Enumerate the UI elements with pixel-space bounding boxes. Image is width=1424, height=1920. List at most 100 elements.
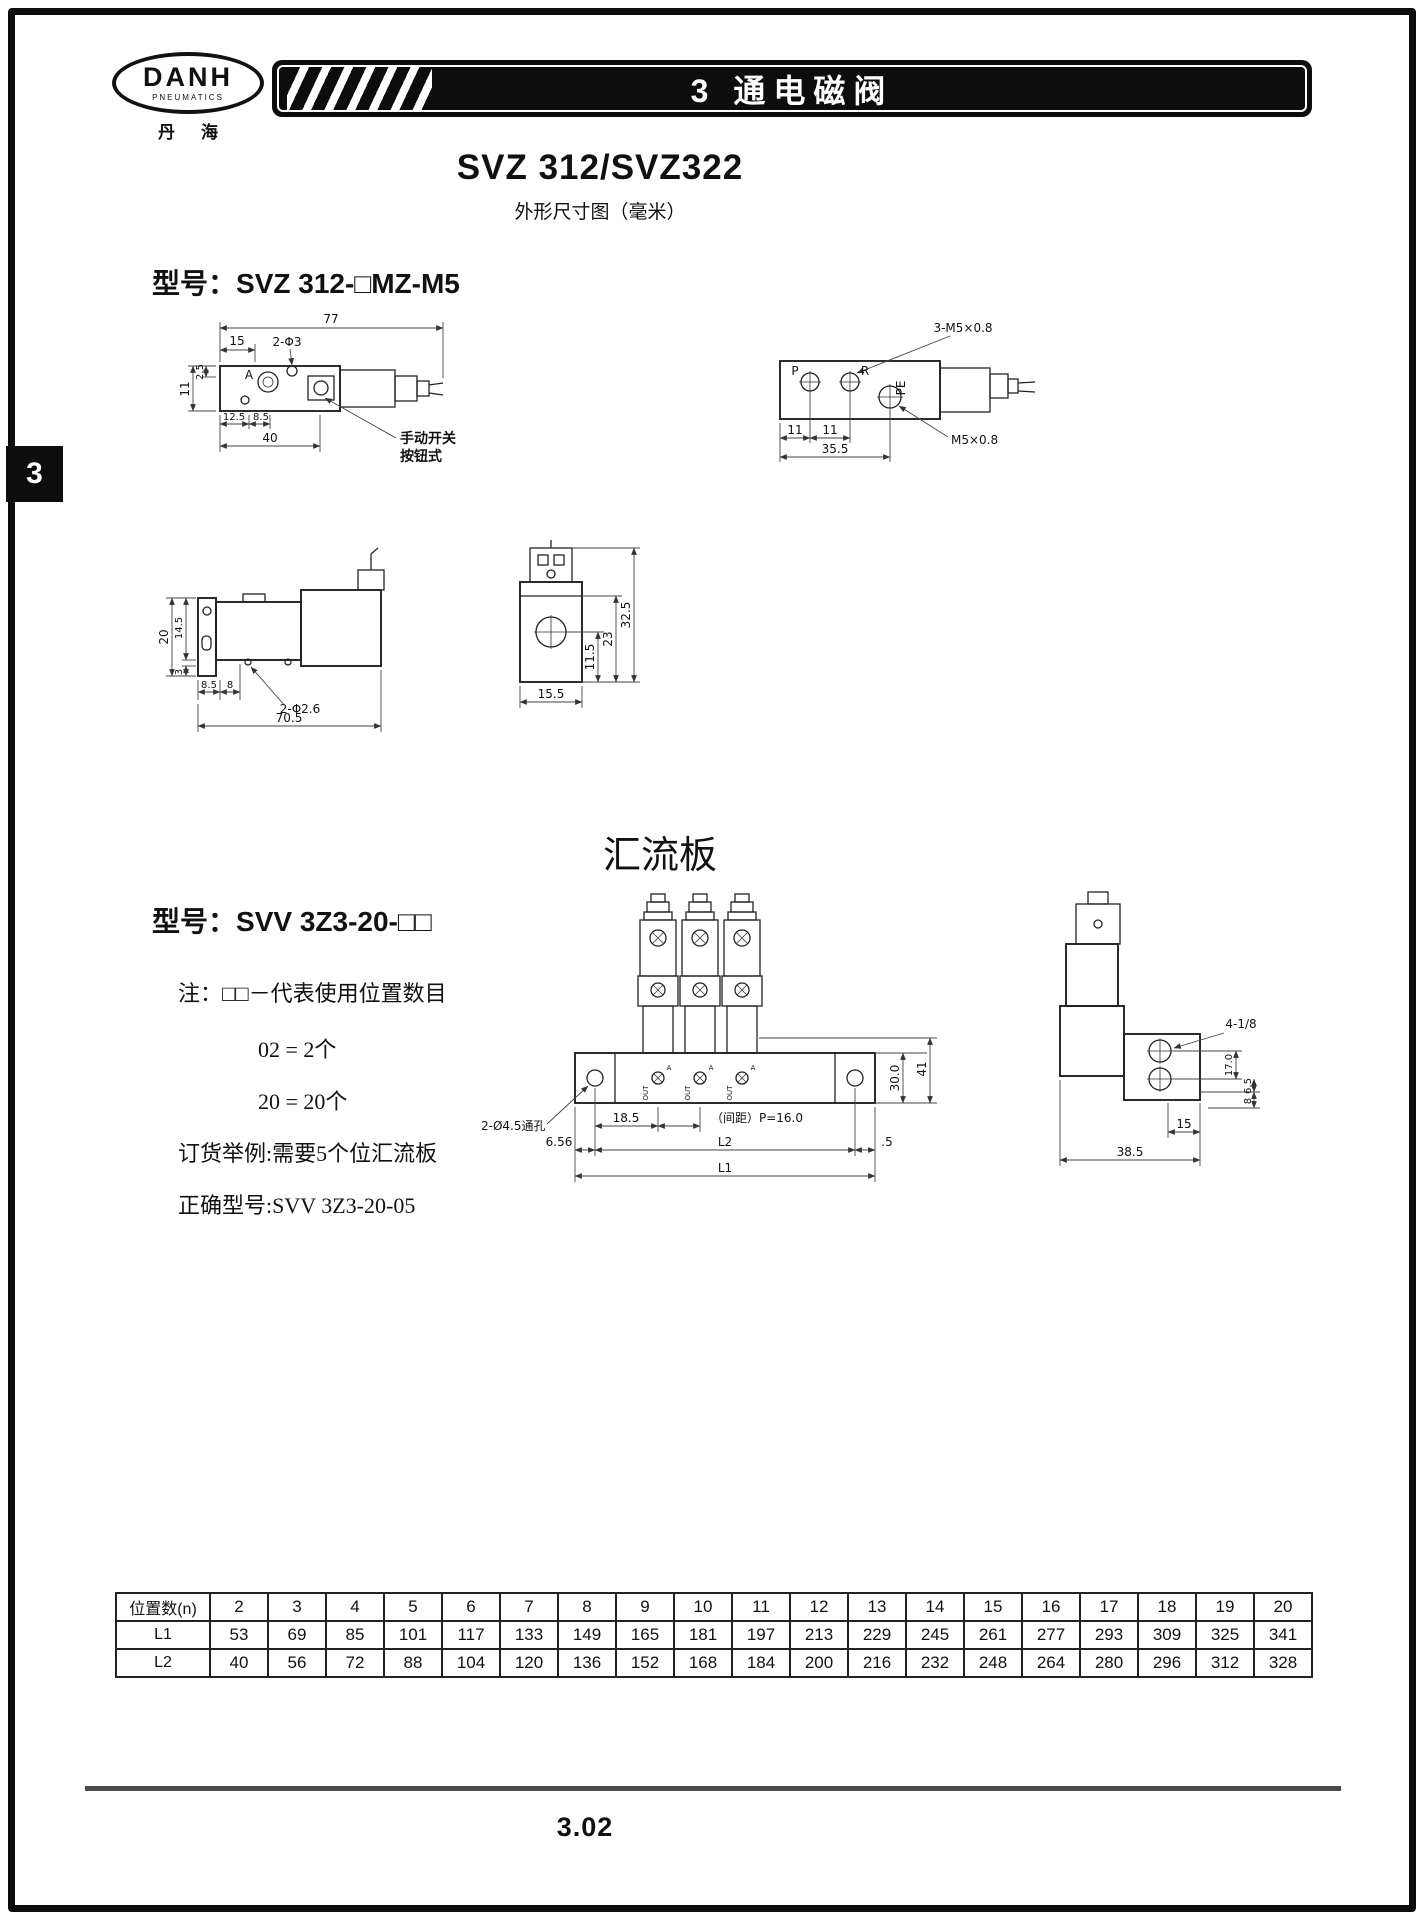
port-r-label: R [861,364,869,378]
page-number: 3.02 [556,1812,614,1842]
dimension-annotations: 30.0 41 18.5 （间距）P=16.0 6.56 L2 .5 L1 2-… [481,1037,937,1182]
value-cell: 5 [383,1592,443,1622]
dim-11: 11 [178,381,192,396]
value-cell: 261 [963,1620,1023,1650]
note-order-example: 订货举例:需要5个位汇流板 [178,1141,438,1166]
dim-15-5: 15.5 [538,687,565,701]
note-positions: 注：□□－代表使用位置数目 [178,981,447,1006]
drawing-svz312-port-view: 3-M5×0.8 P R PE 11 11 35.5 M5×0.8 [779,321,1036,462]
ordering-notes: 注：□□－代表使用位置数目 02 = 2个 20 = 20个 订货举例:需要5个… [178,976,608,1246]
model-heading-svz312: 型号：SVZ 312-□MZ-M5 [152,262,460,302]
chapter-tab: 3 [6,446,63,502]
value-cell: 12 [789,1592,849,1622]
value-cell: 168 [673,1648,733,1678]
model-value: SVZ 312-□MZ-M5 [236,268,460,299]
value-cell: 104 [441,1648,501,1678]
note-20: 20 = 20个 [258,1089,348,1114]
value-cell: 325 [1195,1620,1255,1650]
value-cell: 8 [557,1592,617,1622]
value-cell: 216 [847,1648,907,1678]
logo-oval: DANH PNEUMATICS [112,52,264,114]
port-pe-label: PE [894,381,908,396]
valve-body-outline [779,360,1036,420]
value-cell: 280 [1079,1648,1139,1678]
model-label: 型号： [152,906,237,937]
dim-15: 15 [1176,1117,1191,1131]
value-cell: 248 [963,1648,1023,1678]
value-cell: 184 [731,1648,791,1678]
dim-8: 8 [1243,1098,1254,1104]
dim-11-first: 11 [787,423,802,437]
port-out-mark: OUT [726,1085,734,1101]
value-cell: 293 [1079,1620,1139,1650]
model-label: 型号： [152,268,237,299]
drawing-svz312-top-view: 77 15 2-Φ3 11 2.5 A 12.5 8.5 40 手动 [178,312,456,465]
value-cell: 165 [615,1620,675,1650]
hole-callout-2phi26: 2-Φ2.6 [280,702,321,716]
value-cell: 213 [789,1620,849,1650]
drawing-manifold-side-view: 4-1/8 17.0 6.5 8 15 38.5 [1059,891,1260,1166]
value-cell: 85 [325,1620,385,1650]
dim-3: 3 [174,669,185,675]
dim-70-5: 70.5 [276,711,303,725]
row-label-cell: L1 [115,1620,211,1650]
value-cell: 277 [1021,1620,1081,1650]
dim-17: 17.0 [1224,1054,1235,1076]
row-label-cell: 位置数(n) [115,1592,211,1622]
note-02: 02 = 2个 [258,1037,337,1062]
dim-8: 8 [227,680,233,691]
value-cell: 4 [325,1592,385,1622]
port-a-mark: A [709,1064,714,1072]
value-cell: 149 [557,1620,617,1650]
header-inner-frame: 3 通电磁阀 [277,65,1307,112]
value-cell: 133 [499,1620,559,1650]
value-cell: 7 [499,1592,559,1622]
dim-11-5: 11.5 [583,644,597,671]
value-cell: 3 [267,1592,327,1622]
value-cell: 72 [325,1648,385,1678]
value-cell: 229 [847,1620,907,1650]
dim-point5: .5 [881,1135,892,1149]
value-cell: 40 [209,1648,269,1678]
dimension-annotations: 11.5 23 32.5 15.5 [519,547,640,708]
dim-77: 77 [323,312,338,326]
value-cell: 16 [1021,1592,1081,1622]
value-cell: 56 [267,1648,327,1678]
value-cell: 181 [673,1620,733,1650]
value-cell: 341 [1253,1620,1313,1650]
port-a-mark: A [751,1064,756,1072]
value-cell: 20 [1253,1592,1313,1622]
model-heading-svv3z3: 型号：SVV 3Z3-20-□□ [152,900,432,940]
value-cell: 232 [905,1648,965,1678]
value-cell: 53 [209,1620,269,1650]
dim-41: 41 [915,1061,929,1076]
value-cell: 152 [615,1648,675,1678]
value-cell: 10 [673,1592,733,1622]
value-cell: 15 [963,1592,1023,1622]
value-cell: 88 [383,1648,443,1678]
value-cell: 312 [1195,1648,1255,1678]
value-cell: 9 [615,1592,675,1622]
value-cell: 117 [441,1620,501,1650]
value-cell: 296 [1137,1648,1197,1678]
model-value: SVV 3Z3-20-□□ [236,906,432,937]
dim-2-5: 2.5 [195,364,206,380]
dim-11-second: 11 [822,423,837,437]
value-cell: 69 [267,1620,327,1650]
port-out-mark: OUT [642,1085,650,1101]
page-subtitle: 外形尺寸图（毫米） [514,202,686,223]
thread-callout-m5: M5×0.8 [951,433,998,447]
manifold-side-outline [1059,891,1201,1101]
dimension-annotations: 3-M5×0.8 P R PE 11 11 35.5 M5×0.8 [779,321,998,462]
manifold-body-outline: A A A OUT OUT OUT [574,893,876,1104]
value-cell: 328 [1253,1648,1313,1678]
port-p-label: P [791,364,798,378]
dim-30: 30.0 [888,1065,902,1092]
value-cell: 197 [731,1620,791,1650]
valve-body-outline [197,547,385,677]
hole-callout-2phi45: 2-Ø4.5通孔 [481,1119,546,1133]
